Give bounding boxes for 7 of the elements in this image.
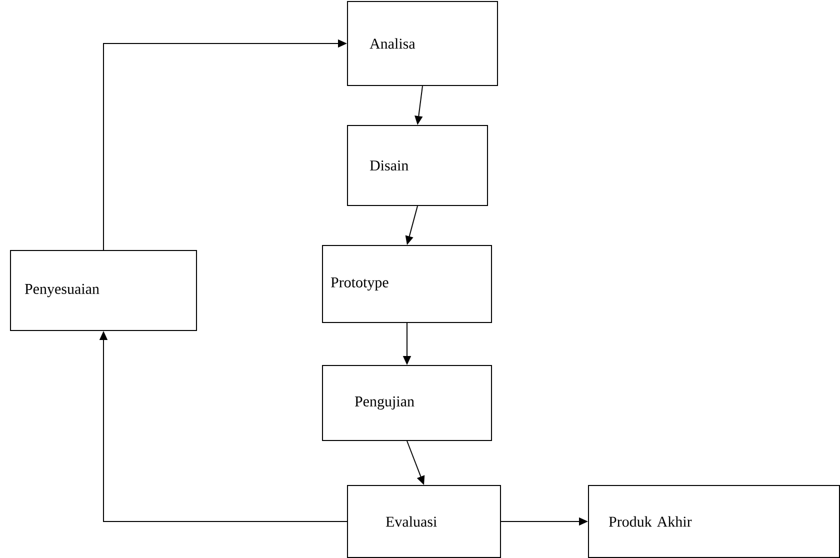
process-box: Pengujian: [322, 365, 492, 441]
process-box: Analisa: [347, 1, 498, 86]
process-box: Produk Akhir: [588, 485, 840, 558]
process-box: Evaluasi: [347, 485, 501, 558]
process-box: Disain: [347, 125, 488, 206]
process-box: Penyesuaian: [10, 250, 197, 331]
process-box: Prototype: [322, 245, 492, 323]
